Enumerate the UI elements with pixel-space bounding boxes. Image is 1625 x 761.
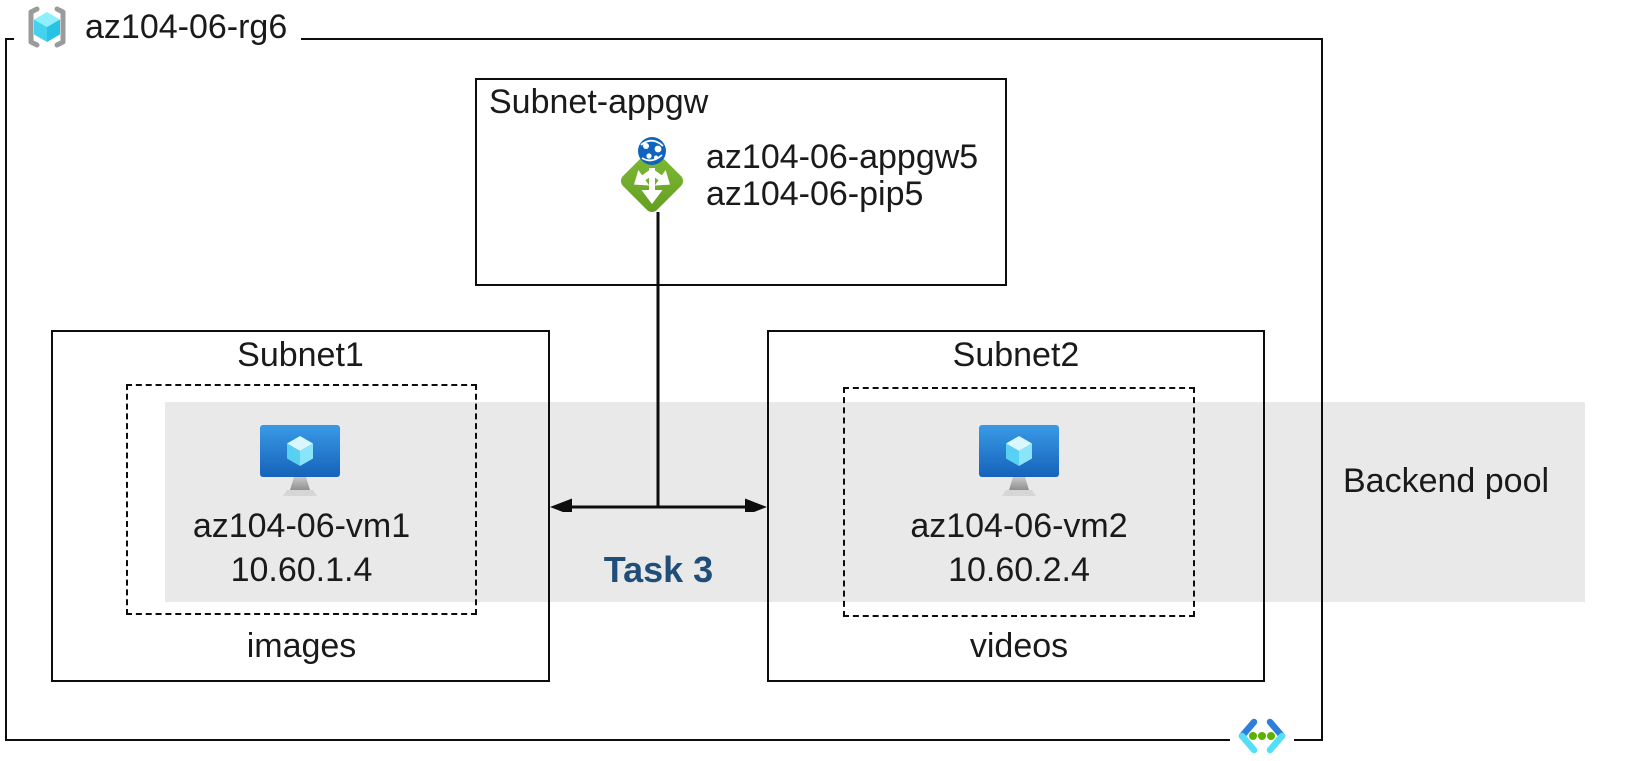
subnet1-dashed-box [126, 384, 477, 615]
vm2-ip: 10.60.2.4 [948, 551, 1090, 589]
subnet2-title: Subnet2 [952, 336, 1080, 374]
appgw-subnet-title: Subnet-appgw [489, 83, 709, 121]
virtual-machine-icon [260, 425, 340, 496]
appgw-public-ip: az104-06-pip5 [706, 175, 924, 213]
resource-group-box [5, 38, 1323, 741]
subnet1-caption: images [246, 627, 357, 665]
appgw-name: az104-06-appgw5 [706, 138, 979, 176]
subnet2-dashed-box [843, 387, 1195, 617]
application-gateway-icon [620, 137, 684, 213]
vm2-labels: az104-06-vm2 10.60.2.4 [843, 504, 1195, 592]
subnet1-box: Subnet1 [51, 330, 550, 682]
vm1-labels: az104-06-vm1 10.60.1.4 [126, 504, 477, 592]
resource-group-icon [28, 6, 66, 48]
vm1-name: az104-06-vm1 [192, 507, 411, 545]
subnet1-title: Subnet1 [237, 336, 364, 374]
appgw-labels: az104-06-appgw5 az104-06-pip5 [706, 139, 978, 213]
appgw-subnet-box: Subnet-appgw [475, 78, 1007, 286]
task-label: Task 3 [603, 549, 714, 590]
subnet2-box: Subnet2 [767, 330, 1265, 682]
subnet2-caption: videos [969, 627, 1069, 665]
virtual-machine-icon [979, 425, 1059, 496]
virtual-network-icon [1238, 718, 1286, 754]
backend-pool-label: Backend pool [1343, 462, 1550, 500]
resource-group-name: az104-06-rg6 [85, 7, 288, 46]
vm1-ip: 10.60.1.4 [230, 551, 373, 589]
virtual-network-chip [1230, 712, 1294, 760]
resource-group-label: az104-06-rg6 [14, 5, 302, 49]
backend-pool-band [165, 402, 1585, 602]
vm2-name: az104-06-vm2 [910, 507, 1128, 545]
gateway-to-subnets-arrow [550, 212, 767, 512]
